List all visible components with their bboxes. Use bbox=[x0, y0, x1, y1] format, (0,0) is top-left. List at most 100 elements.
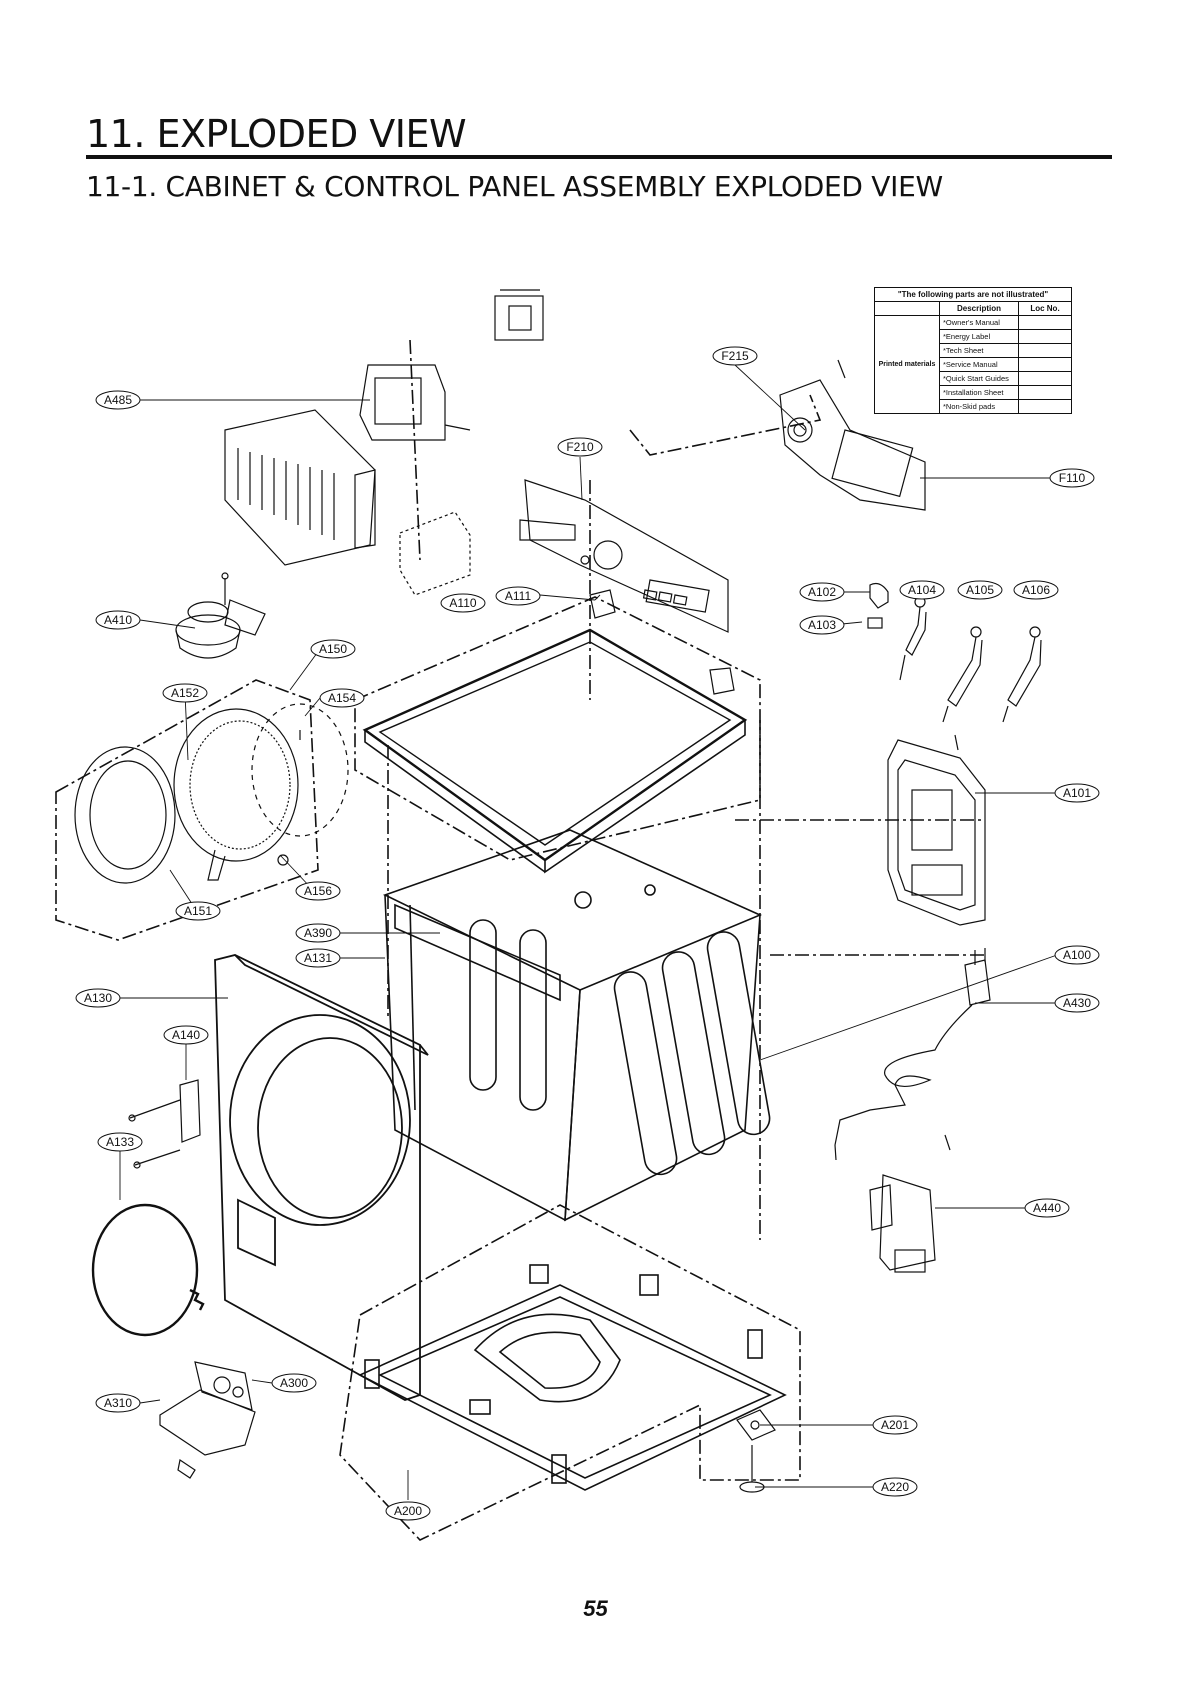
callout-F210: F210 bbox=[557, 437, 603, 457]
table-empty-corner bbox=[874, 301, 940, 316]
table-item: *Non-Skid pads bbox=[939, 399, 1019, 414]
callout-A310: A310 bbox=[95, 1393, 141, 1413]
callout-A201: A201 bbox=[872, 1415, 918, 1435]
svg-text:A150: A150 bbox=[319, 642, 347, 656]
callout-A300: A300 bbox=[271, 1373, 317, 1393]
svg-text:A100: A100 bbox=[1063, 948, 1091, 962]
top-hinges bbox=[589, 589, 735, 695]
table-category: Printed materials bbox=[874, 315, 940, 414]
callout-A485: A485 bbox=[95, 390, 141, 410]
svg-text:A156: A156 bbox=[304, 884, 332, 898]
svg-text:A152: A152 bbox=[171, 686, 199, 700]
table-loc bbox=[1018, 357, 1072, 372]
table-item: *Installation Sheet bbox=[939, 385, 1019, 400]
callouts: A485 F215 F210 F110 A110 A111 A102 A104 … bbox=[75, 346, 1100, 1521]
callout-A152: A152 bbox=[162, 683, 208, 703]
svg-text:A131: A131 bbox=[304, 951, 332, 965]
svg-text:A110: A110 bbox=[449, 596, 476, 610]
door-assembly bbox=[74, 703, 349, 884]
callout-A106: A106 bbox=[1013, 580, 1059, 600]
callout-A410: A410 bbox=[95, 610, 141, 630]
svg-text:A140: A140 bbox=[172, 1028, 200, 1042]
callout-F110: F110 bbox=[1049, 468, 1095, 488]
svg-text:A220: A220 bbox=[881, 1480, 909, 1494]
callout-A133: A133 bbox=[97, 1132, 143, 1152]
main-pcb-box bbox=[359, 364, 471, 441]
title-rule bbox=[86, 155, 1112, 159]
table-item: *Service Manual bbox=[939, 357, 1019, 372]
section-title: 11-1. CABINET & CONTROL PANEL ASSEMBLY E… bbox=[86, 170, 943, 203]
table-loc bbox=[1018, 315, 1072, 330]
svg-text:A410: A410 bbox=[104, 613, 132, 627]
svg-text:A390: A390 bbox=[304, 926, 332, 940]
svg-text:A430: A430 bbox=[1063, 996, 1091, 1010]
front-panel bbox=[214, 954, 429, 1401]
page-number: 55 bbox=[583, 1596, 608, 1621]
col-loc-no: Loc No. bbox=[1018, 301, 1072, 316]
not-illustrated-parts-table: "The following parts are not illustrated… bbox=[874, 287, 1072, 414]
table-row: Printed materials *Owner's Manual bbox=[874, 315, 1072, 414]
filter-unit bbox=[224, 409, 376, 566]
callout-A103: A103 bbox=[799, 615, 845, 635]
callout-A151: A151 bbox=[175, 901, 221, 921]
base-frame bbox=[358, 1264, 787, 1491]
callout-A100: A100 bbox=[1054, 945, 1100, 965]
svg-text:F110: F110 bbox=[1059, 471, 1086, 485]
svg-text:A200: A200 bbox=[394, 1504, 422, 1518]
rear-panel bbox=[887, 734, 986, 926]
table-loc bbox=[1018, 399, 1072, 414]
svg-text:A103: A103 bbox=[808, 618, 836, 632]
callout-A140: A140 bbox=[163, 1025, 209, 1045]
callout-A430: A430 bbox=[1054, 993, 1100, 1013]
table-item: *Tech Sheet bbox=[939, 343, 1019, 358]
callout-A220: A220 bbox=[872, 1477, 918, 1497]
callout-A390: A390 bbox=[295, 923, 341, 943]
cabinet bbox=[382, 829, 771, 1222]
table-loc bbox=[1018, 343, 1072, 358]
callout-A150: A150 bbox=[310, 639, 356, 659]
callout-A156: A156 bbox=[295, 881, 341, 901]
callout-A131: A131 bbox=[295, 948, 341, 968]
callout-A104: A104 bbox=[899, 580, 945, 600]
assembly-outlines bbox=[55, 339, 985, 1541]
table-loc bbox=[1018, 385, 1072, 400]
svg-text:A130: A130 bbox=[84, 991, 112, 1005]
table-row: *Energy Label bbox=[875, 329, 1072, 344]
clamp-ring bbox=[91, 1203, 205, 1337]
table-loc bbox=[1018, 371, 1072, 386]
shock-absorbers bbox=[899, 596, 1042, 723]
table-item: *Owner's Manual bbox=[939, 315, 1019, 330]
svg-text:A106: A106 bbox=[1022, 583, 1050, 597]
callout-A110: A110 bbox=[440, 593, 486, 613]
page-title: 11. EXPLODED VIEW bbox=[86, 112, 467, 156]
small-clips bbox=[867, 582, 889, 629]
door-lock bbox=[128, 1079, 201, 1169]
top-cover bbox=[362, 628, 748, 874]
callout-A111: A111 bbox=[495, 586, 541, 606]
detergent-lid bbox=[159, 1361, 256, 1479]
callout-A130: A130 bbox=[75, 988, 121, 1008]
callout-A154: A154 bbox=[319, 688, 365, 708]
svg-text:A300: A300 bbox=[280, 1376, 308, 1390]
svg-text:A133: A133 bbox=[106, 1135, 134, 1149]
table-heading: "The following parts are not illustrated… bbox=[874, 287, 1072, 302]
pcb-bracket bbox=[494, 289, 544, 341]
svg-text:A105: A105 bbox=[966, 583, 994, 597]
callout-A105: A105 bbox=[957, 580, 1003, 600]
table-row: *Non-Skid pads bbox=[875, 399, 1072, 414]
callout-A440: A440 bbox=[1024, 1198, 1070, 1218]
table-row: *Quick Start Guides bbox=[875, 371, 1072, 386]
leveling-foot bbox=[736, 1409, 776, 1493]
svg-text:A485: A485 bbox=[104, 393, 132, 407]
table-row: *Service Manual bbox=[875, 357, 1072, 372]
svg-text:A201: A201 bbox=[881, 1418, 909, 1432]
svg-text:A101: A101 bbox=[1063, 786, 1091, 800]
control-panel bbox=[519, 479, 729, 633]
svg-text:A440: A440 bbox=[1033, 1201, 1061, 1215]
dotted-cover bbox=[399, 511, 471, 596]
callout-A102: A102 bbox=[799, 582, 845, 602]
col-description: Description bbox=[939, 301, 1019, 316]
table-row: *Installation Sheet bbox=[875, 385, 1072, 400]
svg-text:A111: A111 bbox=[505, 589, 532, 603]
